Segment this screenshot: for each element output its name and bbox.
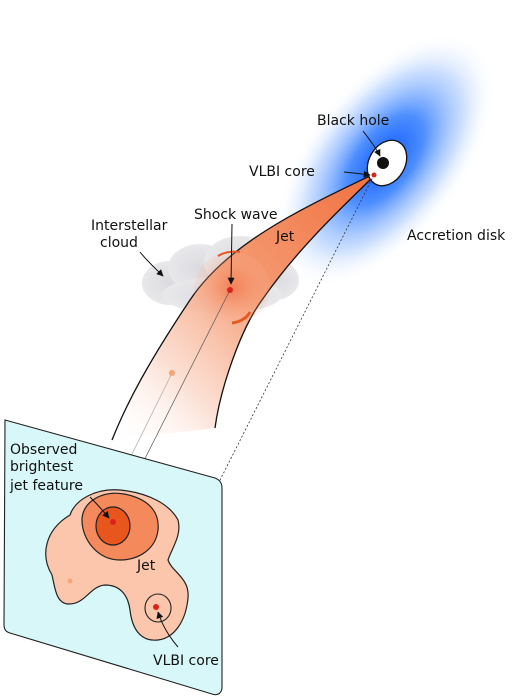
cloud-arrow [139,251,164,277]
label-interstellar-2: cloud [100,235,138,251]
label-arrows [89,130,381,648]
label-accretion-disk: Accretion disk [407,228,506,244]
vlbi-core-top-arrow [343,170,371,178]
shock-dot [227,287,233,293]
marker-dots [67,172,377,610]
observed-arrow [89,496,110,519]
vlbi-core-bottom-dot [153,604,159,610]
vlbi-core-bottom-arrow [156,611,179,648]
label-observed-3: jet feature [9,478,83,494]
observed-feature-dot [110,519,116,525]
vlbi-core-top-dot [371,172,377,178]
label-observed-1: Observed [10,442,77,458]
label-interstellar-1: Interstellar [91,218,168,234]
shock-wave-arrow [227,223,235,285]
label-observed-2: brightest [10,459,74,475]
mid-jet-dot [169,370,175,376]
label-jet-top: Jet [275,229,295,245]
label-vlbi-core-bottom: VLBI core [153,653,219,669]
projected-mid-dot [67,578,73,584]
label-black-hole: Black hole [317,113,389,129]
label-jet-bottom: Jet [136,558,156,574]
label-shock-wave: Shock wave [194,207,278,223]
label-vlbi-core-top: VLBI core [249,164,315,180]
black-hole-arrow [362,130,381,157]
